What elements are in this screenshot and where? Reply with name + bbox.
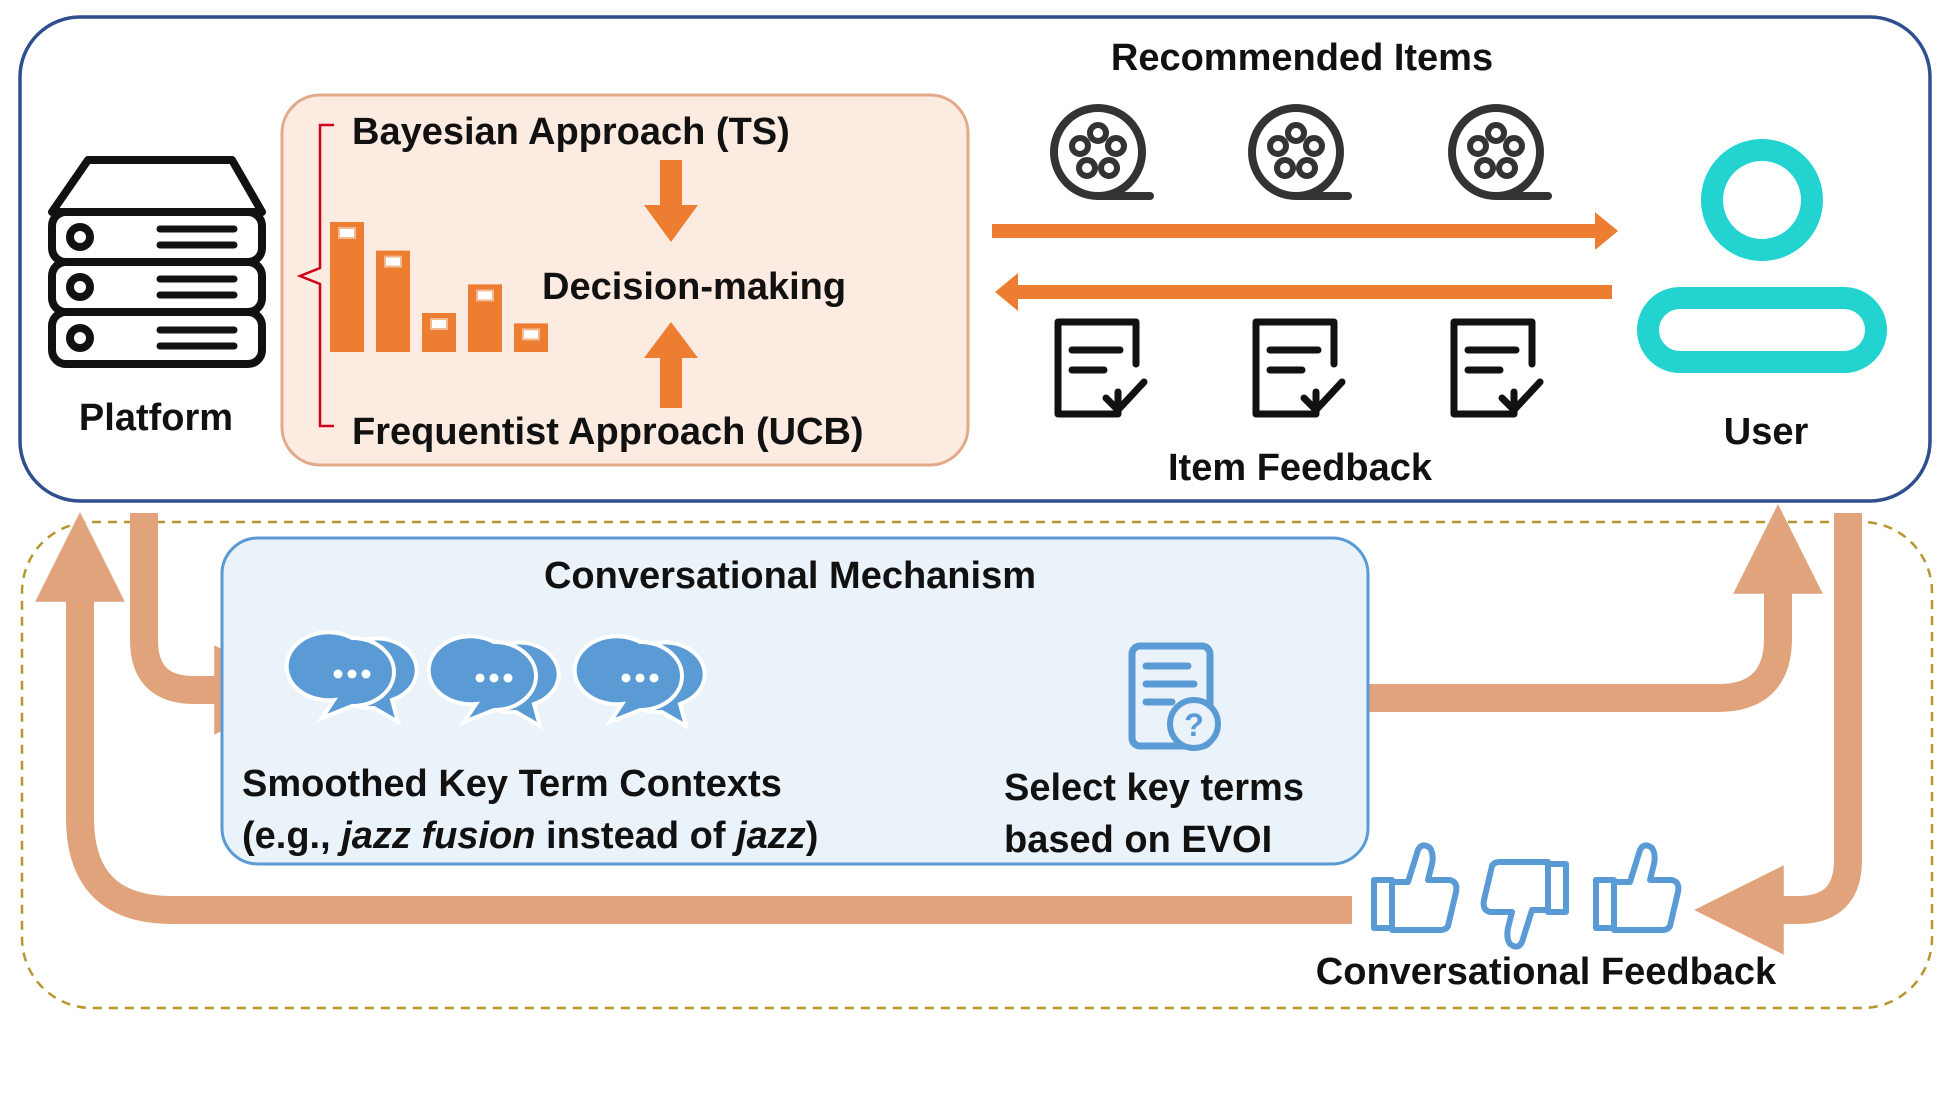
arrow-up-to-decision [644,322,698,408]
select-key-terms-label: Select key terms [1004,767,1304,809]
chat-bubbles-icon [572,634,707,731]
server-icon [48,156,266,368]
conversational-mechanism-title: Conversational Mechanism [544,555,1036,597]
select-key-terms-basis: based on EVOI [1004,819,1272,861]
arrow-down-to-decision [644,160,698,242]
film-reel-icon [1248,104,1352,200]
bar-cap-2 [384,255,402,268]
smoothed-contexts-example: (e.g., jazz fusion instead of jazz) [242,815,818,857]
smoothed-contexts-label: Smoothed Key Term Contexts [242,763,782,805]
user-label: User [1724,411,1809,453]
film-reel-icon [1050,104,1154,200]
thumbs-up-icon [1593,842,1682,933]
feedback-form-icon [1450,318,1544,418]
svg-text:?: ? [1184,707,1204,743]
arrow-feedback-to-platform [995,273,1612,311]
arrow-user-to-conversational-feedback [1694,513,1862,955]
user-icon [1637,139,1887,373]
bar-cap-4 [476,289,494,302]
arrow-conversational-feedback-to-platform [35,512,1352,924]
thumbs-down-icon [1480,859,1569,950]
item-feedback-label: Item Feedback [1168,447,1433,489]
bar-1 [330,222,364,352]
chat-bubbles-icon [284,630,419,727]
thumbs-up-icon [1371,842,1460,933]
approach-brace [296,123,334,428]
arrow-recommend-to-user [992,212,1618,250]
bar-cap-5 [522,328,540,341]
bar-cap-3 [430,318,448,330]
conversational-feedback-region [20,520,1934,1010]
feedback-form-icon [1252,318,1346,418]
chat-bubbles-icon [426,634,561,731]
decision-making-label: Decision-making [542,266,846,308]
film-reel-icon [1448,104,1552,200]
platform-label: Platform [79,397,233,439]
decision-making-box [280,93,970,467]
feedback-form-icon [1054,318,1148,418]
conversational-mechanism-box [220,536,1370,866]
arrow-platform-to-conversation [130,513,304,735]
conversational-feedback-label: Conversational Feedback [1316,951,1777,993]
decision-bar-chart [330,222,548,352]
bar-cap-1 [338,227,356,239]
frequentist-approach-label: Frequentist Approach (UCB) [352,411,864,453]
document-question-icon: ? [1128,642,1221,751]
recommended-items-title: Recommended Items [1111,37,1493,79]
bayesian-approach-label: Bayesian Approach (TS) [352,111,790,153]
arrow-selection-to-user [1248,504,1823,712]
